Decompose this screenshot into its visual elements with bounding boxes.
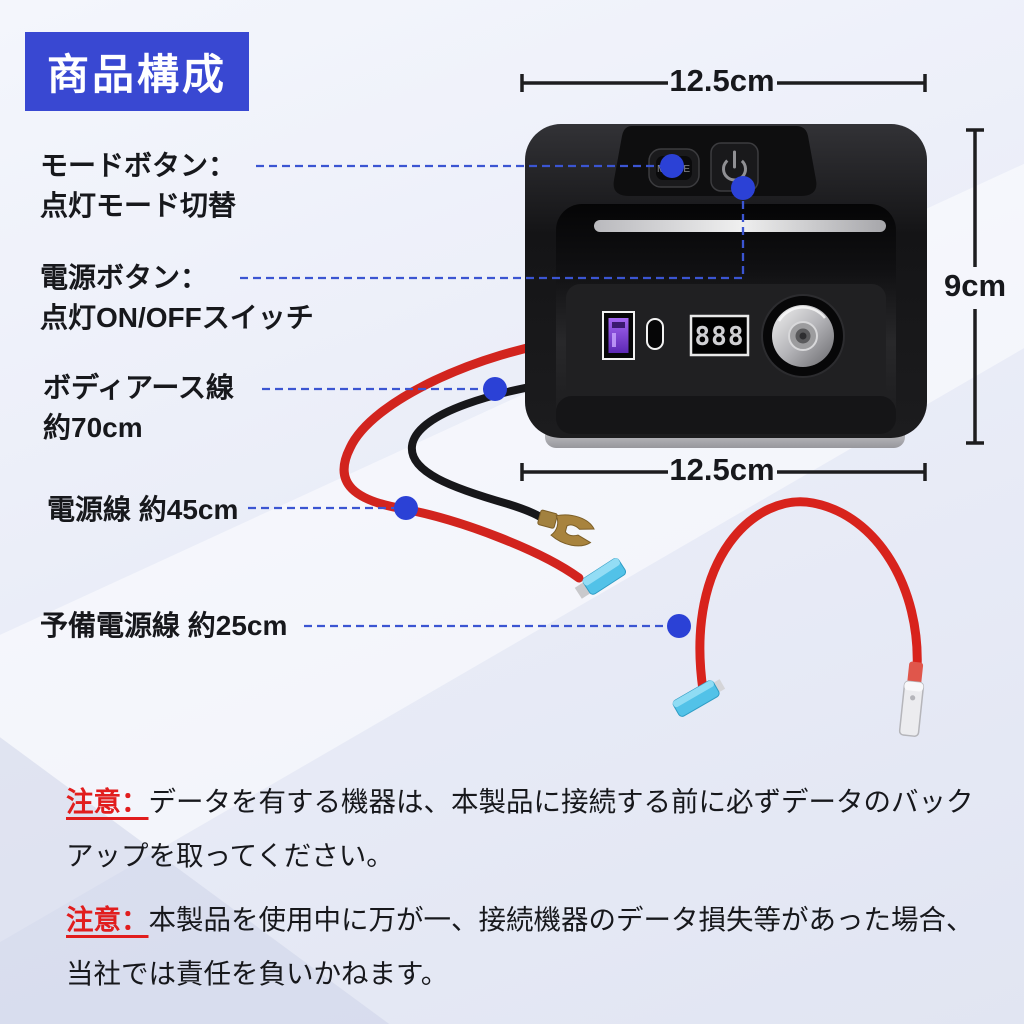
caution-note-2: 注意：本製品を使用中に万が一、接続機器のデータ損失等があった場合、当社では責任を…	[66, 893, 990, 1001]
product-console: MODE	[525, 124, 927, 448]
usb-c-port	[646, 318, 664, 350]
caution-prefix-1: 注意：	[66, 786, 149, 817]
fuse-tap-connector-icon	[574, 558, 627, 599]
dimension-line-top	[520, 74, 927, 92]
dimension-width-top: 12.5cm	[669, 63, 775, 98]
leader-lines	[240, 164, 745, 628]
callout-power-line1: 電源ボタン：	[40, 262, 209, 293]
usb-a-port	[602, 311, 635, 360]
dimension-line-right	[966, 128, 984, 445]
section-title-badge: 商品構成	[25, 32, 250, 111]
leader-dot-power-wire	[394, 496, 418, 520]
caution-note-1: 注意：データを有する機器は、本製品に接続する前に必ずデータのバックアップを取って…	[66, 775, 990, 883]
led-display-value: 888	[695, 322, 745, 352]
spade-terminal-icon	[898, 661, 925, 737]
power-wire-red	[339, 335, 627, 599]
led-display: 888	[689, 314, 750, 357]
fork-terminal-icon	[537, 509, 595, 547]
caution-notes: 注意：データを有する機器は、本製品に接続する前に必ずデータのバックアップを取って…	[66, 775, 990, 1011]
callout-power-wire: 電源線 約45cm	[47, 494, 239, 525]
caution-prefix-2: 注意：	[66, 904, 149, 935]
leader-dot-power	[731, 176, 755, 200]
callout-ground-wire: ボディアース線 約70cm	[43, 368, 234, 448]
leader-dots	[394, 154, 755, 638]
callout-mode-line1: モードボタン：	[40, 150, 237, 181]
caution-body-1: データを有する機器は、本製品に接続する前に必ずデータのバックアップを取ってくださ…	[66, 786, 974, 871]
dimension-width-bottom: 12.5cm	[669, 452, 775, 487]
callout-ground-line2: 約70cm	[43, 412, 143, 443]
callout-ground-line1: ボディアース線	[43, 372, 234, 403]
callout-mode-line2: 点灯モード切替	[40, 190, 237, 221]
spare-fuse-tap-connector-icon	[672, 679, 726, 717]
dimension-lines	[520, 74, 984, 481]
ground-wire-black	[407, 376, 595, 547]
callout-mode-button: モードボタン： 点灯モード切替	[40, 146, 236, 226]
caution-body-2: 本製品を使用中に万が一、接続機器のデータ損失等があった場合、当社では責任を負いか…	[66, 904, 974, 989]
leader-dot-spare-wire	[667, 614, 691, 638]
cigarette-socket	[761, 294, 845, 378]
dimension-height: 9cm	[943, 268, 1007, 303]
slot-strip	[594, 220, 886, 232]
callout-power-button: 電源ボタン： 点灯ON/OFFスイッチ	[40, 258, 314, 338]
leader-dot-ground	[483, 377, 507, 401]
leader-dot-mode	[660, 154, 684, 178]
dimension-line-bottom	[520, 463, 927, 481]
callout-spare-wire: 予備電源線 約25cm	[40, 610, 288, 641]
spare-power-wire-red	[672, 497, 925, 737]
tray-front-lip	[556, 396, 896, 434]
callout-power-line2: 点灯ON/OFFスイッチ	[40, 302, 314, 333]
